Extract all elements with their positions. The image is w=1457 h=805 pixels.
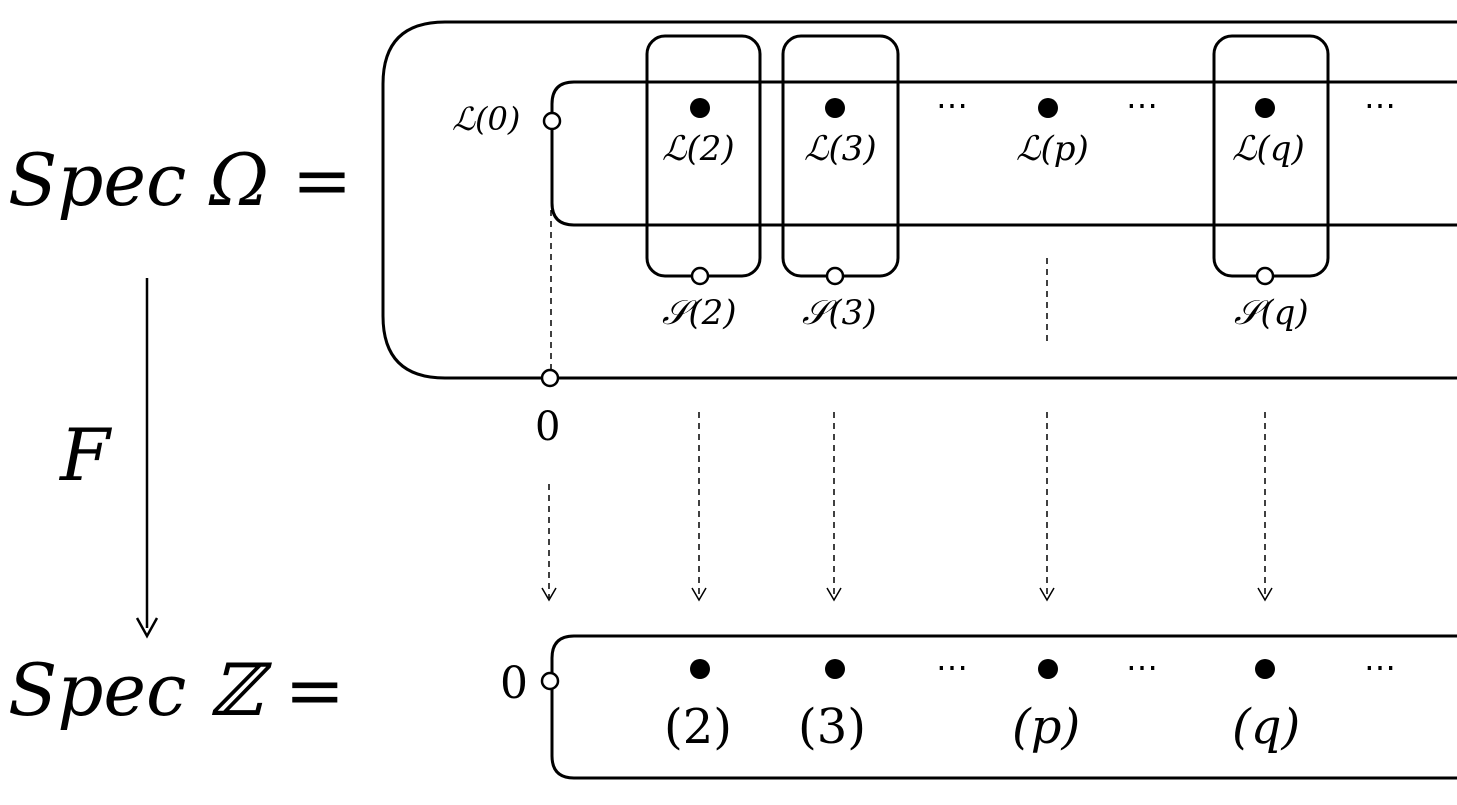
label-l2: ℒ(2)	[662, 129, 735, 169]
label-s2: 𝒮(2)	[662, 293, 736, 333]
point-lq	[1255, 98, 1275, 118]
label-zp: (p)	[1012, 699, 1080, 755]
point-l3	[825, 98, 845, 118]
point-s3	[825, 266, 845, 286]
point-z3	[825, 659, 845, 679]
zero-label-omega: 0	[535, 404, 560, 450]
zero-point-omega	[540, 368, 560, 388]
point-z2	[690, 659, 710, 679]
point-l2	[690, 98, 710, 118]
point-zp	[1038, 659, 1058, 679]
point-lp	[1038, 98, 1058, 118]
label-lp: ℒ(p)	[1016, 129, 1089, 169]
label-lq: ℒ(q)	[1232, 129, 1305, 169]
label-l3: ℒ(3)	[804, 129, 877, 169]
generic-point-z-label: 0	[500, 658, 528, 709]
generic-point-omega-label: ℒ(0)	[452, 100, 520, 138]
label-zq: (q)	[1232, 699, 1300, 755]
generic-point-omega	[542, 111, 562, 131]
ellipsis-z-2: ⋯	[1126, 648, 1158, 686]
label-z3: (3)	[798, 699, 866, 755]
map-arrow-head	[135, 617, 159, 639]
projection-arrows	[541, 412, 1273, 602]
spec-z-band	[550, 634, 1457, 780]
point-sq	[1255, 266, 1275, 286]
label-sq: 𝒮(q)	[1234, 293, 1309, 333]
label-s3: 𝒮(3)	[802, 293, 876, 333]
ellipsis-z-1: ⋯	[936, 648, 968, 686]
label-z2: (2)	[664, 699, 732, 755]
ellipsis-omega-2: ⋯	[1126, 86, 1158, 124]
ellipsis-z-3: ⋯	[1364, 648, 1396, 686]
ellipsis-omega-3: ⋯	[1364, 86, 1396, 124]
ellipsis-omega-1: ⋯	[936, 86, 968, 124]
spec-omega-label: Spec Ω =	[8, 138, 352, 222]
spec-z-label: Spec ℤ =	[8, 648, 345, 732]
generic-point-z	[540, 671, 560, 691]
point-zq	[1255, 659, 1275, 679]
point-s2	[690, 266, 710, 286]
omega-generic-band	[550, 80, 1457, 227]
map-label: F	[58, 413, 113, 497]
omega-outer-region	[381, 20, 1457, 380]
